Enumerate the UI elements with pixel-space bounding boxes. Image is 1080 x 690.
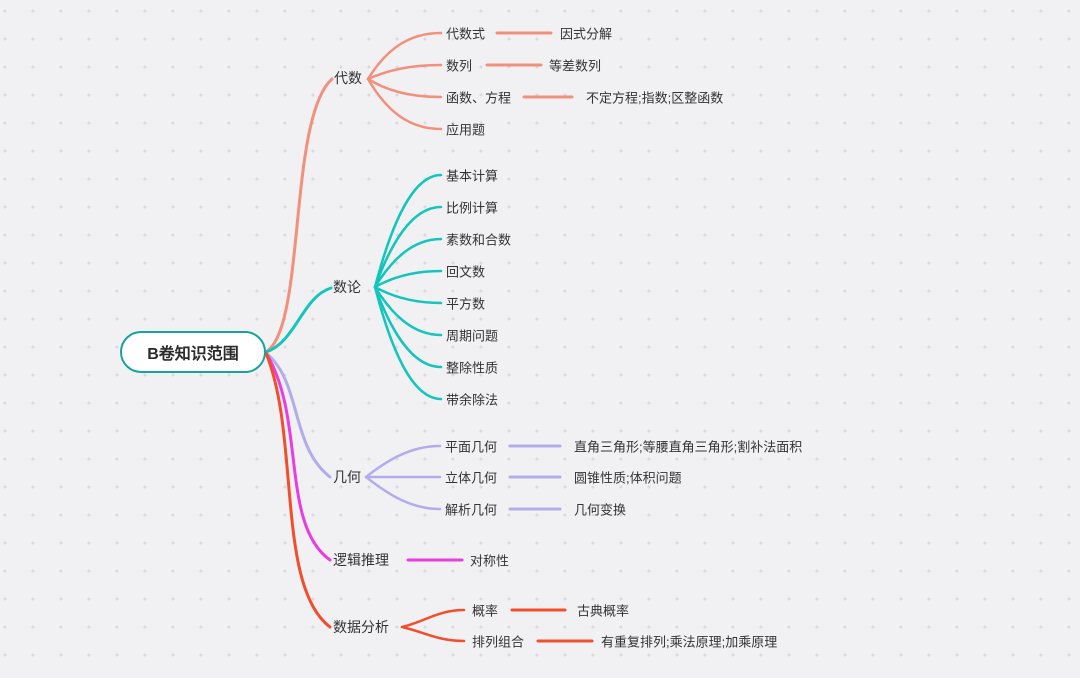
detail-label[interactable]: 直角三角形;等腰直角三角形;割补法面积 bbox=[574, 439, 803, 455]
branch-number-theory[interactable]: 数论 bbox=[333, 279, 361, 295]
topic-label[interactable]: 应用题 bbox=[446, 122, 486, 138]
topic-label[interactable]: 立体几何 bbox=[445, 470, 498, 486]
branch-curve-geometry bbox=[264, 351, 332, 479]
topic-label[interactable]: 平面几何 bbox=[445, 439, 498, 455]
child-curve bbox=[373, 173, 443, 289]
branch-curve-data-analysis bbox=[264, 351, 332, 629]
topic-label[interactable]: 概率 bbox=[472, 603, 499, 619]
branch-curve-algebra bbox=[264, 77, 334, 354]
detail-label[interactable]: 等差数列 bbox=[549, 58, 602, 74]
branch-data-analysis[interactable]: 数据分析 bbox=[333, 619, 389, 635]
child-curve bbox=[373, 269, 443, 289]
topic-label[interactable]: 代数式 bbox=[446, 26, 486, 42]
topic-label[interactable]: 平方数 bbox=[446, 296, 486, 312]
topic-label[interactable]: 素数和合数 bbox=[446, 232, 512, 248]
topic-label[interactable]: 比例计算 bbox=[446, 200, 499, 216]
topic-label[interactable]: 基本计算 bbox=[446, 168, 499, 184]
child-curve bbox=[373, 285, 443, 401]
child-curve bbox=[366, 63, 443, 81]
detail-label[interactable]: 几何变换 bbox=[574, 502, 627, 518]
detail-label[interactable]: 有重复排列;乘法原理;加乘原理 bbox=[601, 634, 778, 650]
detail-label[interactable]: 古典概率 bbox=[577, 603, 630, 619]
topic-label[interactable]: 解析几何 bbox=[445, 502, 498, 518]
child-curve bbox=[366, 77, 443, 99]
root-node-label: B卷知识范围 bbox=[147, 346, 239, 363]
topic-label[interactable]: 排列组合 bbox=[472, 634, 525, 650]
detail-label[interactable]: 不定方程;指数;区整函数 bbox=[586, 90, 724, 106]
root-node[interactable]: B卷知识范围 bbox=[120, 331, 266, 373]
branch-algebra[interactable]: 代数 bbox=[334, 70, 362, 86]
child-curve bbox=[373, 285, 443, 369]
branch-geometry[interactable]: 几何 bbox=[333, 469, 361, 485]
child-curve bbox=[373, 285, 443, 305]
topic-label[interactable]: 数列 bbox=[446, 58, 473, 74]
child-curve bbox=[366, 77, 443, 131]
child-curve bbox=[364, 444, 442, 479]
bottom-bar bbox=[0, 678, 1080, 690]
child-curve bbox=[364, 475, 442, 511]
topic-label[interactable]: 回文数 bbox=[446, 264, 486, 280]
topic-label[interactable]: 对称性 bbox=[470, 553, 510, 569]
topic-label[interactable]: 带余除法 bbox=[446, 392, 499, 408]
topic-label[interactable]: 整除性质 bbox=[446, 360, 499, 376]
child-curve bbox=[373, 205, 443, 289]
topic-label[interactable]: 周期问题 bbox=[446, 328, 499, 344]
child-curve bbox=[400, 608, 466, 629]
branch-logic[interactable]: 逻辑推理 bbox=[333, 552, 389, 568]
topic-label[interactable]: 函数、方程 bbox=[446, 90, 512, 106]
child-curve bbox=[366, 31, 443, 81]
child-curve bbox=[373, 285, 443, 337]
branch-curve-logic bbox=[264, 351, 332, 562]
detail-label[interactable]: 因式分解 bbox=[560, 26, 613, 42]
branch-curve-number-theory bbox=[264, 286, 333, 354]
child-curve bbox=[373, 237, 443, 289]
detail-label[interactable]: 圆锥性质;体积问题 bbox=[574, 470, 682, 486]
child-curve bbox=[400, 625, 466, 643]
